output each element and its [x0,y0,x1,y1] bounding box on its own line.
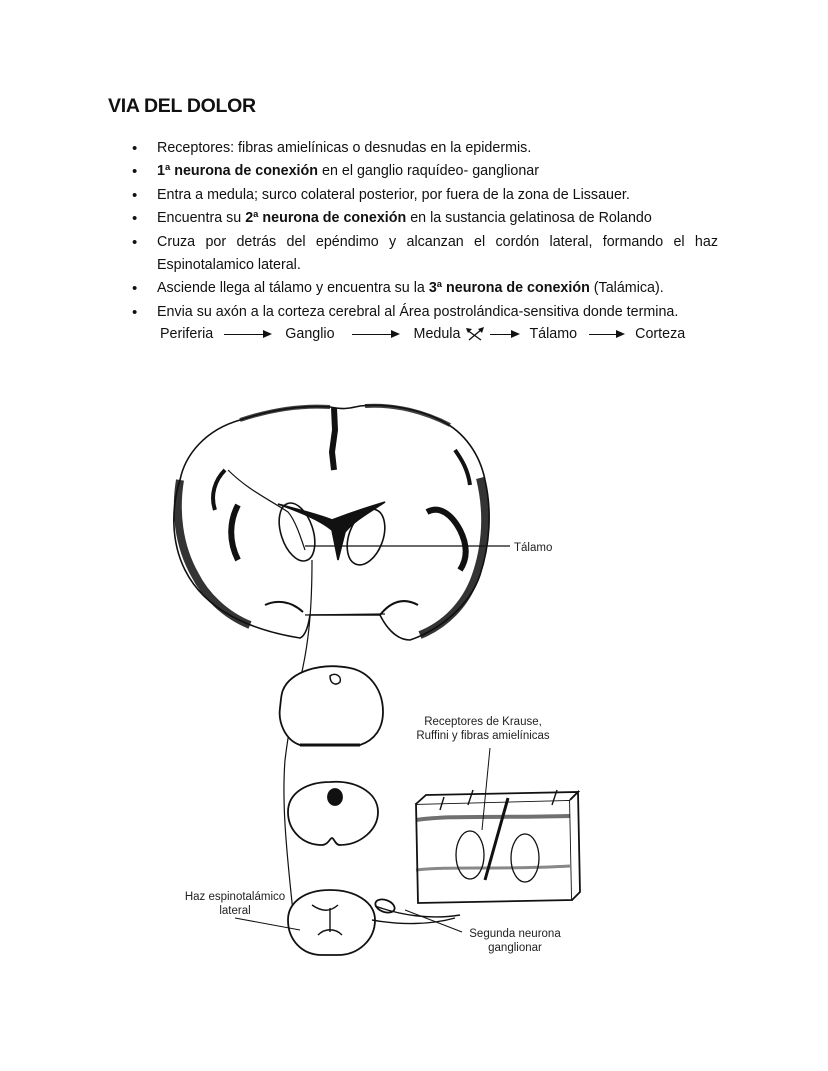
bullet-text-bold: 3ª neurona de conexión [428,280,590,297]
arrow-right-icon [589,329,626,339]
bullet-item: Receptores: fibras amielínicas o desnuda… [130,137,718,161]
flow-step-corteza: Corteza [635,326,686,342]
bullet-text: Asciende llega al tálamo y encuentra su … [157,280,429,297]
label-line: Receptores de Krause, [424,716,542,728]
skin-block-icon [415,789,581,904]
spinal-cord-upper-icon [287,780,379,846]
bullet-text: Receptores: fibras amielínicas o desnuda… [157,140,532,156]
bullet-text: (Talámica). [589,280,664,297]
flow-step-periferia: Periferia [160,326,214,342]
flow-step-ganglio: Ganglio [285,326,335,342]
label-spinothalamic-tract: Haz espinotalámico lateral [170,890,300,918]
bullet-item: Cruza por detrás del epéndimo y alcanzan… [130,231,718,278]
bullet-text: Entra a medula; surco colateral posterio… [157,186,630,203]
label-line: Haz espinotalámico [184,891,286,903]
label-second-neuron: Segunda neurona ganglionar [455,927,575,955]
bullet-text: Cruza por detrás del epéndimo y alcanzan… [157,233,718,274]
bullet-text: Envia su axón a la corteza cerebral al Á… [157,303,679,320]
arrow-right-icon [351,329,400,339]
bullet-text: Encuentra su [157,210,246,227]
bullet-text: en el ganglio raquídeo- ganglionar [318,163,539,180]
flow-step-talamo: Tálamo [529,326,578,342]
arrow-right-icon [224,329,273,339]
brain-section-icon [173,403,510,641]
spinal-cord-lower-icon [287,889,461,956]
label-line: Ruffini y fibras amielínicas [416,730,550,742]
bullet-item: Envia su axón a la corteza cerebral al Á… [130,301,718,325]
label-line: Segunda neurona [469,928,561,940]
bullet-text-bold: 2ª neurona de conexión [245,210,407,227]
arrow-right-icon [490,329,521,339]
bullet-text: en la sustancia gelatinosa de Rolando [406,210,652,227]
bullet-item: 1ª neurona de conexión en el ganglio raq… [130,160,718,184]
label-receptors: Receptores de Krause, Ruffini y fibras a… [403,715,563,743]
flow-step-medula: Medula [413,326,461,342]
pain-pathway-diagram: Tálamo [0,380,828,980]
page-title: VIA DEL DOLOR [108,95,256,117]
label-line: ganglionar [488,942,542,954]
label-thalamus: Tálamo [514,542,552,554]
anatomy-illustration: Tálamo [173,403,581,956]
bullet-item: Encuentra su 2ª neurona de conexión en l… [130,207,718,231]
brainstem-section-icon [278,665,384,747]
pathway-flow: Periferia Ganglio Medula Tálamo Corteza [160,326,685,342]
bullet-text-bold: 1ª neurona de conexión [157,163,319,180]
label-line: lateral [219,905,251,917]
crossing-arrows-icon [466,327,485,341]
bullet-item: Entra a medula; surco colateral posterio… [130,184,718,208]
bullet-list: Receptores: fibras amielínicas o desnuda… [130,137,718,325]
bullet-item: Asciende llega al tálamo y encuentra su … [130,277,718,301]
